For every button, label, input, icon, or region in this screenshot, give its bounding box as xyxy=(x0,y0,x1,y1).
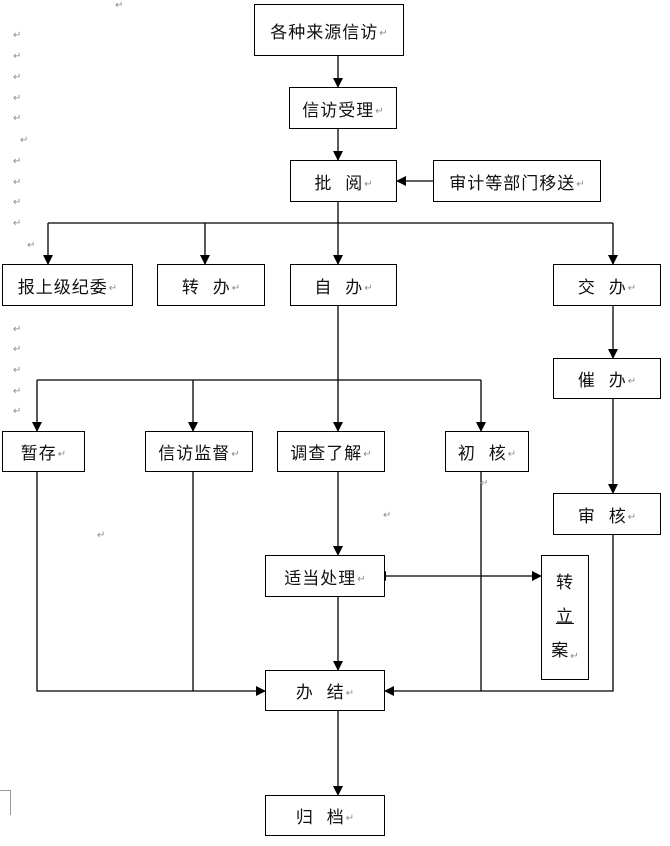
node-label: 归 档 xyxy=(295,808,345,828)
paragraph-mark: ↵ xyxy=(13,30,22,41)
node-label: 暂存 xyxy=(20,444,57,464)
paragraph-mark: ↵ xyxy=(108,282,118,294)
node-report-upper: 报上级纪委↵ xyxy=(2,264,133,306)
node-conclude: 办 结↵ xyxy=(265,670,385,711)
node-label: 适当处理 xyxy=(284,568,357,589)
node-label: 信访受理 xyxy=(302,100,375,121)
node-archive: 归 档↵ xyxy=(265,795,385,836)
node-sources: 各种来源信访↵ xyxy=(254,4,404,56)
paragraph-mark: ↵ xyxy=(57,449,67,460)
paragraph-mark: ↵ xyxy=(13,365,22,376)
node-supervise: 信访监督↵ xyxy=(145,431,253,472)
node-label: 催 办 xyxy=(577,371,627,391)
node-investigate: 调查了解↵ xyxy=(277,431,385,472)
node-label: 信访监督 xyxy=(158,444,231,464)
paragraph-mark: ↵ xyxy=(13,177,22,188)
paragraph-mark: ↵ xyxy=(20,135,29,146)
paragraph-mark: ↵ xyxy=(13,197,22,208)
node-accept: 信访受理↵ xyxy=(289,87,397,129)
node-label: 初 核 xyxy=(457,444,507,464)
node-label-char: 立 xyxy=(556,606,574,627)
paragraph-mark: ↵ xyxy=(13,113,22,124)
paragraph-mark: ↵ xyxy=(115,0,124,11)
paragraph-mark: ↵ xyxy=(97,530,106,541)
node-self-handle: 自 办↵ xyxy=(290,264,397,306)
paragraph-mark: ↵ xyxy=(363,449,372,460)
node-audit: 审 核↵ xyxy=(553,493,661,535)
node-label: 调查了解 xyxy=(290,444,363,464)
paragraph-mark: ↵ xyxy=(13,344,22,355)
paragraph-mark: ↵ xyxy=(627,511,637,523)
node-label: 办 结 xyxy=(295,683,345,703)
paragraph-mark: ↵ xyxy=(13,406,22,417)
node-label: 审计等部门移送 xyxy=(449,173,576,194)
paragraph-mark: ↵ xyxy=(570,651,579,663)
node-label-char: 案↵ xyxy=(551,641,579,663)
node-label: 批 阅 xyxy=(314,173,364,194)
paragraph-mark: ↵ xyxy=(13,218,22,229)
node-urge: 催 办↵ xyxy=(553,358,661,399)
node-label: 自 办 xyxy=(314,277,364,298)
paragraph-mark: ↵ xyxy=(364,178,373,190)
paragraph-mark: ↵ xyxy=(357,573,366,585)
paragraph-mark: ↵ xyxy=(375,105,384,117)
node-review: 批 阅↵ xyxy=(290,160,397,202)
node-file-case: 转 立 案↵ xyxy=(541,555,589,680)
paragraph-mark: ↵ xyxy=(345,688,355,699)
paragraph-mark: ↵ xyxy=(13,93,22,104)
paragraph-mark: ↵ xyxy=(13,72,22,83)
paragraph-mark: ↵ xyxy=(345,813,355,824)
paragraph-mark: ↵ xyxy=(627,376,637,387)
node-label: 各种来源信访 xyxy=(270,22,379,43)
node-preliminary: 初 核↵ xyxy=(445,431,529,472)
paragraph-mark: ↵ xyxy=(13,51,22,62)
paragraph-mark: ↵ xyxy=(383,510,392,521)
paragraph-mark: ↵ xyxy=(507,449,517,460)
paragraph-mark: ↵ xyxy=(364,282,373,294)
node-label: 审 核 xyxy=(577,506,627,527)
node-audit-transfer: 审计等部门移送↵ xyxy=(433,160,601,202)
paragraph-mark: ↵ xyxy=(576,178,585,190)
node-label: 交 办 xyxy=(577,277,627,298)
paragraph-mark: ↵ xyxy=(13,156,22,167)
paragraph-mark: ↵ xyxy=(231,282,241,294)
edge-hold-conclude xyxy=(36,472,266,696)
paragraph-mark: ↵ xyxy=(627,282,637,294)
node-label: 报上级纪委 xyxy=(17,277,108,298)
paragraph-mark: ↵ xyxy=(27,240,36,251)
node-label: 转 办 xyxy=(181,277,231,298)
node-hold: 暂存↵ xyxy=(2,431,85,472)
edge-audit-conclude xyxy=(384,535,614,696)
node-forward: 转 办↵ xyxy=(157,264,265,306)
paragraph-mark: ↵ xyxy=(13,386,22,397)
paragraph-mark: ↵ xyxy=(231,449,240,460)
page-corner-mark xyxy=(0,790,11,815)
paragraph-mark: ↵ xyxy=(379,27,388,39)
paragraph-mark: ↵ xyxy=(13,324,22,335)
node-label-char: 转 xyxy=(556,572,574,593)
node-label-char-text: 案 xyxy=(551,641,570,662)
node-proper-handle: 适当处理↵ xyxy=(265,555,385,597)
node-assign: 交 办↵ xyxy=(553,264,661,306)
paragraph-mark: ↵ xyxy=(480,478,489,489)
